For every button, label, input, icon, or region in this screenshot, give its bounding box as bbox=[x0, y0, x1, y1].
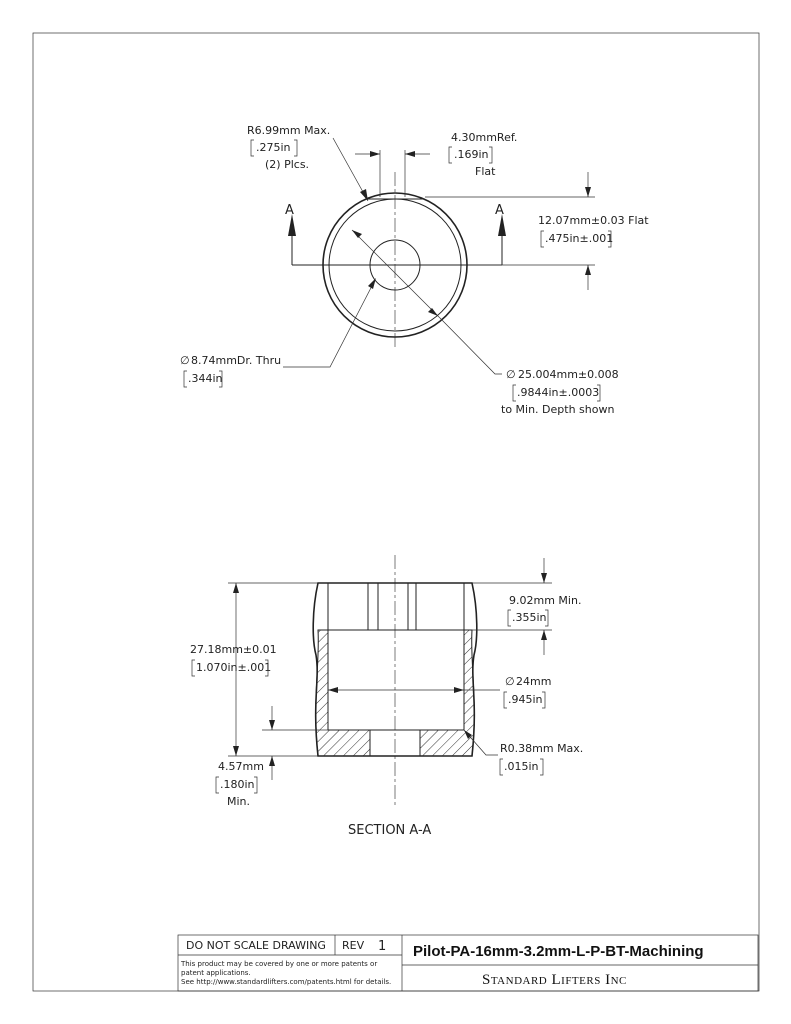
bottom-thickness-line2: .180in bbox=[220, 778, 255, 791]
section-arrow-left bbox=[288, 214, 296, 236]
inner-dia-line1: 24mm bbox=[516, 675, 551, 688]
patent-line2: patent applications. bbox=[181, 969, 251, 977]
thru-hole-symbol: ∅ bbox=[180, 354, 190, 367]
flat-ref-line2: .169in bbox=[454, 148, 489, 161]
top-view: A A R6.99mm Max. .275in bbox=[180, 124, 649, 416]
radius-note-line1: R6.99mm Max. bbox=[247, 124, 330, 137]
bore-symbol: ∅ bbox=[506, 368, 516, 381]
inner-dia-symbol: ∅ bbox=[505, 675, 515, 688]
company-name: Standard Lifters Inc bbox=[482, 972, 627, 988]
thru-hole-line2: .344in bbox=[188, 372, 223, 385]
inner-dia-line2: .945in bbox=[508, 693, 543, 706]
patent-line3: See http://www.standardlifters.com/paten… bbox=[181, 978, 391, 986]
section-bore-cavity bbox=[327, 629, 465, 731]
fillet-line2: .015in bbox=[504, 760, 539, 773]
section-caption: SECTION A-A bbox=[348, 823, 431, 838]
section-letter-left: A bbox=[285, 203, 294, 218]
fillet-line1: R0.38mm Max. bbox=[500, 742, 583, 755]
section-letter-right: A bbox=[495, 203, 504, 218]
radius-note-line2: .275in bbox=[256, 141, 291, 154]
do-not-scale-label: DO NOT SCALE DRAWING bbox=[186, 939, 326, 952]
bore-line3: to Min. Depth shown bbox=[501, 403, 614, 416]
radius-note-line3: (2) Plcs. bbox=[265, 158, 309, 171]
part-number: Pilot-PA-16mm-3.2mm-L-P-BT-Machining bbox=[413, 943, 704, 960]
title-block: DO NOT SCALE DRAWING REV 1 This product … bbox=[177, 934, 759, 992]
min-depth-line1: 9.02mm Min. bbox=[509, 594, 581, 607]
outer-diameter-circle bbox=[322, 192, 468, 338]
sheet-border bbox=[32, 32, 760, 992]
flat-ref-line3: Flat bbox=[475, 165, 496, 178]
thru-hole-line1: 8.74mmDr. Thru bbox=[191, 354, 281, 367]
hatch-right-wall bbox=[419, 629, 475, 757]
bore-line2: .9844in±.0003 bbox=[517, 386, 599, 399]
rev-value: 1 bbox=[378, 939, 386, 954]
flat-width-line1: 12.07mm±0.03 Flat bbox=[538, 214, 649, 227]
rev-label: REV bbox=[342, 939, 365, 952]
flat-ref-line1: 4.30mmRef. bbox=[451, 131, 517, 144]
overall-height-line2: 1.070in±.001 bbox=[196, 661, 271, 674]
bottom-thickness-line1: 4.57mm bbox=[218, 760, 264, 773]
patent-line1: This product may be covered by one or mo… bbox=[180, 960, 377, 968]
thru-hole-circle bbox=[369, 239, 421, 291]
flat-width-line2: .475in±.001 bbox=[545, 232, 613, 245]
section-arrow-right bbox=[498, 214, 506, 236]
bore-line1: 25.004mm±0.008 bbox=[518, 368, 619, 381]
overall-height-line1: 27.18mm±0.01 bbox=[190, 643, 277, 656]
bottom-thickness-line3: Min. bbox=[227, 795, 250, 808]
min-depth-line2: .355in bbox=[512, 611, 547, 624]
section-view: 9.02mm Min. .355in 27.18mm±0.01 1.070in±… bbox=[190, 555, 583, 838]
hatch-left-wall bbox=[315, 629, 371, 757]
